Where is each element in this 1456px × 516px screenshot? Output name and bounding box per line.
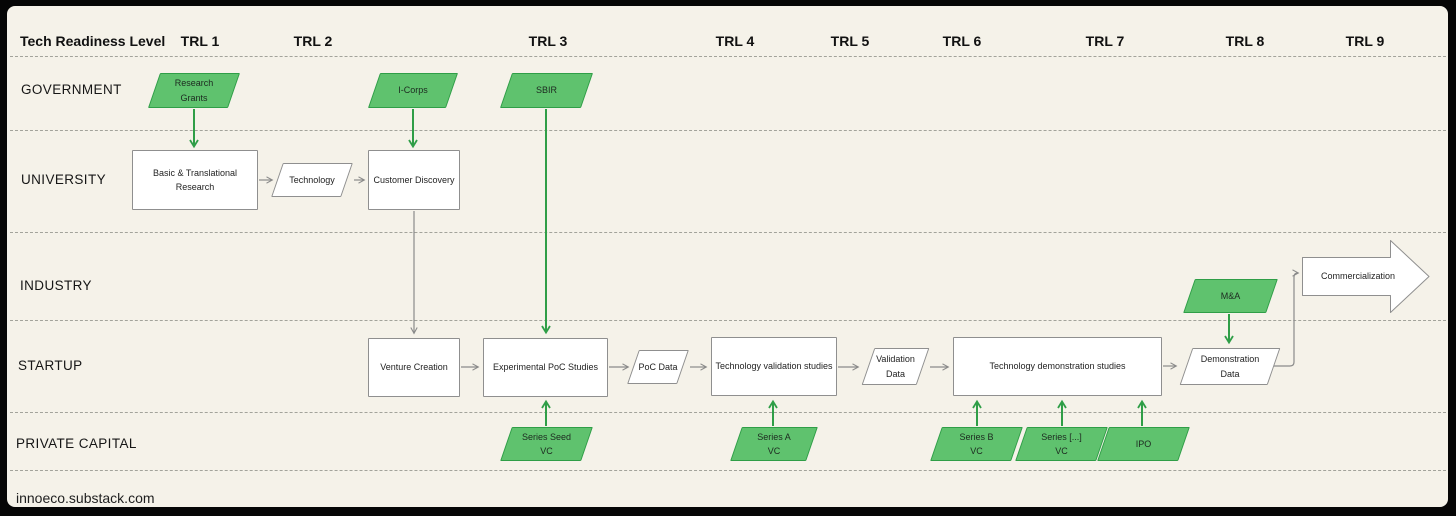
node-sbir: SBIR [499,73,594,108]
lane-label-government: GOVERNMENT [21,82,122,97]
trl-1-label: TRL 1 [180,33,220,49]
lane-label-university: UNIVERSITY [21,172,107,187]
node-technology: Technology [271,163,353,197]
divider-header [10,56,1446,57]
node-series-a-vc: Series A VC [730,427,818,461]
node-ipo: IPO [1097,427,1190,461]
node-technology-validation-studies: Technology validation studies [711,337,837,396]
diagram-canvas [7,6,1448,507]
trl-5-label: TRL 5 [830,33,870,49]
lane-label-private-capital: PRIVATE CAPITAL [16,436,137,451]
node-technology-demonstration-studies: Technology demonstration studies [953,337,1162,396]
lane-label-startup: STARTUP [18,358,83,373]
node-venture-creation: Venture Creation [368,338,460,397]
header-title: Tech Readiness Level [20,33,166,49]
trl-9-label: TRL 9 [1345,33,1385,49]
footer-site-url: innoeco.substack.com [16,490,155,506]
trl-7-label: TRL 7 [1085,33,1125,49]
node-i-corps: I-Corps [367,73,459,108]
node-validation-data: Validation Data [861,348,930,385]
node-series-seed-vc: Series Seed VC [500,427,593,461]
trl-4-label: TRL 4 [715,33,755,49]
divider-university-industry [10,232,1446,233]
node-poc-data: PoC Data [627,350,689,384]
trl-8-label: TRL 8 [1225,33,1265,49]
divider-privatecapital-footer [10,470,1446,471]
node-customer-discovery: Customer Discovery [368,150,460,210]
node-research-grants: Research Grants [147,73,241,108]
node-demonstration-data: Demonstration Data [1179,348,1281,385]
node-commercialization: Commercialization [1302,240,1430,313]
node-experimental-poc-studies: Experimental PoC Studies [483,338,608,397]
node-series-b-vc: Series B VC [930,427,1023,461]
block-arrow-shape [1302,240,1430,313]
lane-label-industry: INDUSTRY [20,278,92,293]
divider-startup-privatecapital [10,412,1446,413]
divider-industry-startup [10,320,1446,321]
node-basic-translational-research: Basic & Translational Research [132,150,258,210]
trl-3-label: TRL 3 [528,33,568,49]
node-m-and-a: M&A [1183,279,1278,313]
node-series-next-vc: Series [...] VC [1015,427,1108,461]
trl-6-label: TRL 6 [942,33,982,49]
divider-government-university [10,130,1446,131]
trl-2-label: TRL 2 [293,33,333,49]
